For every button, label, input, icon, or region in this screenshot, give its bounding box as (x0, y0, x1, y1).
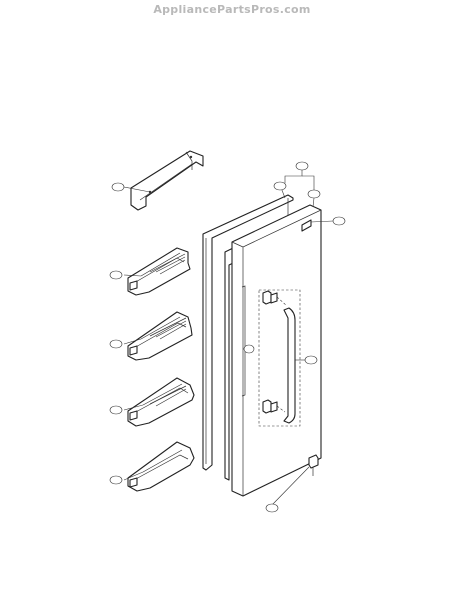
callout-bin-4 (109, 475, 123, 485)
door-bin-2[interactable] (127, 311, 193, 361)
callout-panel (304, 355, 318, 365)
handle-mount-area (258, 289, 301, 427)
door-bin-4[interactable] (127, 441, 195, 492)
callout-rail (111, 182, 125, 192)
callout-side (243, 344, 255, 354)
door-top-cap[interactable] (301, 219, 312, 232)
callout-bin-2 (109, 339, 123, 349)
door-bin-3[interactable] (127, 377, 195, 427)
callout-top (295, 161, 309, 171)
bottom-hinge[interactable] (308, 454, 319, 476)
door-side-trim[interactable] (241, 285, 246, 397)
handle-bracket-bottom[interactable] (262, 399, 286, 414)
callout-cap (332, 216, 346, 226)
handle-bracket-top[interactable] (262, 290, 288, 307)
callout-hinge (265, 503, 279, 513)
callout-mid (273, 181, 287, 191)
callout-bin-3 (109, 405, 123, 415)
door-outer-panel[interactable] (231, 204, 322, 497)
watermark-text: AppliancePartsPros.com (153, 3, 311, 16)
door-handle[interactable] (283, 307, 296, 424)
callout-bin-1 (109, 270, 123, 280)
door-bin-1[interactable] (127, 247, 191, 296)
door-cap-rail[interactable] (130, 150, 204, 211)
callout-right (307, 189, 321, 199)
callout-bubbles (109, 161, 346, 513)
